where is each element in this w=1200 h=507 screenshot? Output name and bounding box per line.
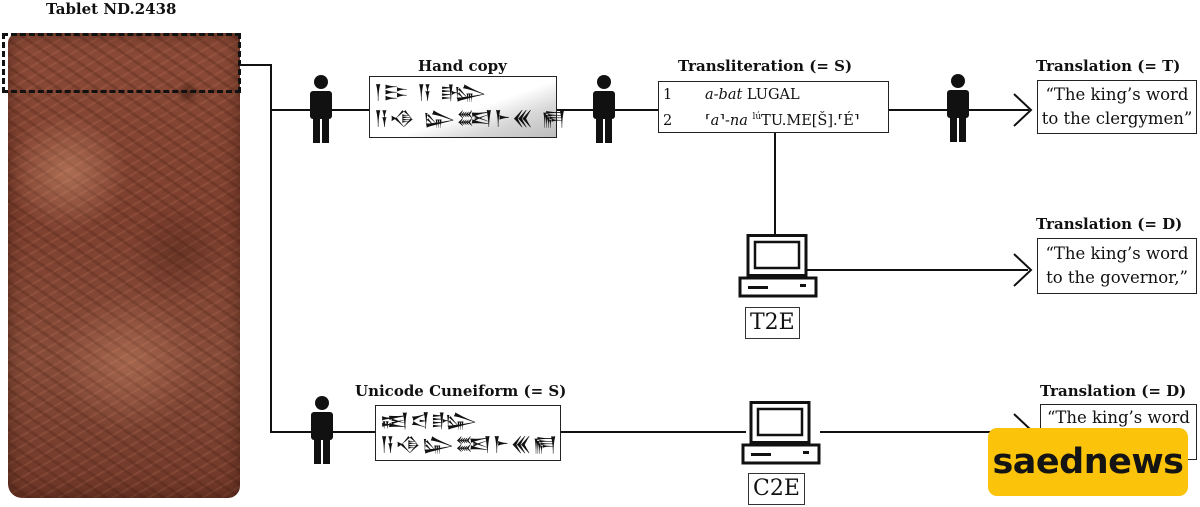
saednews-watermark: saednews: [988, 428, 1188, 496]
unicode-cuneiform-box: 𒀜𒁀𒈗 𒀀𒈾𒇽𒌅𒈨𒌍𒂍: [375, 405, 561, 461]
person-icon: [593, 75, 615, 143]
computer-icon: [741, 401, 821, 465]
unicode-cuneiform-title: Unicode Cuneiform (= S): [355, 382, 567, 400]
arrowhead-icon: [1013, 253, 1033, 287]
connector-line: [241, 64, 271, 66]
tablet-title: Tablet ND.2438: [46, 0, 177, 18]
c2e-system-label: C2E: [748, 473, 805, 505]
translation-d2-line-1: “The king’s word: [1046, 408, 1190, 427]
translation-d1-line-1: “The king’s word: [1045, 244, 1189, 263]
translation-t-line-2: to the clergymen”: [1041, 109, 1193, 128]
arrowhead-icon: [1013, 93, 1033, 127]
person-icon: [947, 74, 969, 142]
translation-d1-line-2: to the governor,”: [1046, 268, 1188, 287]
hand-copy-title: Hand copy: [418, 57, 507, 75]
person-icon: [310, 75, 332, 143]
dashed-selection-box: [2, 33, 241, 93]
hand-copy-line-2: 𒀀𒈾 𒇽𒌅𒈨𒌍 𒂍: [374, 106, 568, 130]
connector-line: [270, 64, 272, 432]
transliteration-title: Transliteration (= S): [678, 57, 853, 75]
translation-d1-box: “The king’s word to the governor,”: [1037, 238, 1197, 294]
unicode-cuneiform-line-1: 𒀜𒁀𒈗: [380, 408, 479, 432]
hand-copy-line-1: 𒁹𒄿 𒀀 𒈗: [374, 80, 488, 104]
translation-t-line-1: “The king’s word: [1045, 85, 1189, 104]
transliteration-line-2: 2⸢a⸣-na lúTU.ME[Š].⸢É⸣: [663, 112, 860, 129]
t2e-system-label: T2E: [745, 307, 800, 339]
translation-t-box: “The king’s word to the clergymen”: [1037, 80, 1197, 134]
connector-line: [806, 269, 1028, 271]
person-icon: [311, 396, 333, 464]
connector-line: [561, 431, 746, 433]
tablet-image: [8, 33, 240, 498]
translation-t-title: Translation (= T): [1036, 57, 1181, 75]
connector-line: [774, 132, 776, 236]
connector-line: [820, 431, 1020, 433]
translation-d1-title: Translation (= D): [1036, 215, 1183, 233]
unicode-cuneiform-line-2: 𒀀𒈾𒇽𒌅𒈨𒌍𒂍: [380, 432, 559, 456]
translation-d2-title: Translation (= D): [1040, 382, 1187, 400]
hand-copy-box: 𒁹𒄿 𒀀 𒈗 𒀀𒈾 𒇽𒌅𒈨𒌍 𒂍: [369, 76, 568, 138]
computer-icon: [738, 234, 818, 298]
